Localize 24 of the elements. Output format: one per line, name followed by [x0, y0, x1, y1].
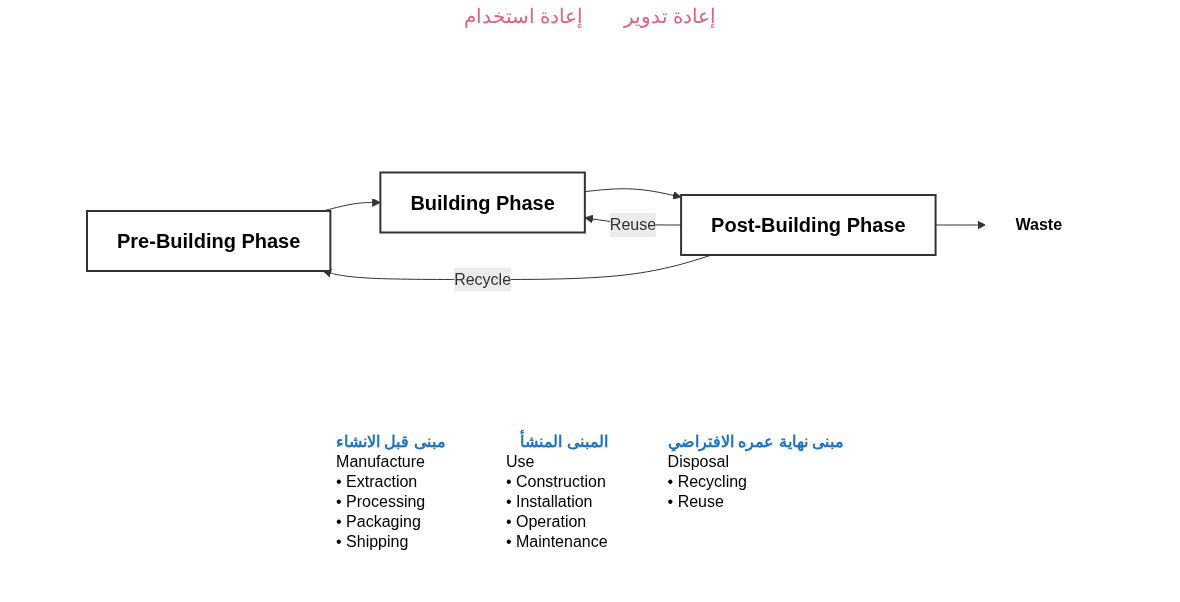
- list-item: • Operation: [505, 513, 588, 531]
- list-item: • Installation: [505, 493, 594, 511]
- list-item: Use: [505, 453, 536, 471]
- list-item: Manufacture: [336, 453, 426, 471]
- edge-label: Recycle: [454, 270, 512, 288]
- phase-caption: المبنى المنشأ: [505, 432, 608, 451]
- list-item: Disposal: [667, 453, 730, 471]
- list-item: • Processing: [336, 493, 427, 511]
- node-box: Pre-Building Phase: [86, 210, 332, 272]
- list-item: • Construction: [505, 473, 607, 491]
- list-item: • Packaging: [336, 513, 422, 531]
- list-item: • Extraction: [336, 473, 419, 491]
- node-box: Post-Building Phase: [680, 194, 937, 256]
- node-box: Building Phase: [379, 171, 587, 234]
- node-text: Waste: [1016, 216, 1063, 233]
- arabic-note: إعادة تدوير: [623, 4, 717, 28]
- phase-caption: مبنى نهاية عمره الافتراضي: [667, 432, 844, 451]
- arabic-note: إعادة استخدام: [463, 4, 584, 28]
- list-item: • Maintenance: [505, 533, 608, 551]
- phase-caption: مبنى قبل الانشاء: [336, 432, 446, 451]
- list-item: • Recycling: [667, 473, 748, 491]
- list-item: • Shipping: [336, 533, 410, 551]
- list-item: • Reuse: [667, 493, 725, 511]
- edge-label: Reuse: [610, 216, 657, 233]
